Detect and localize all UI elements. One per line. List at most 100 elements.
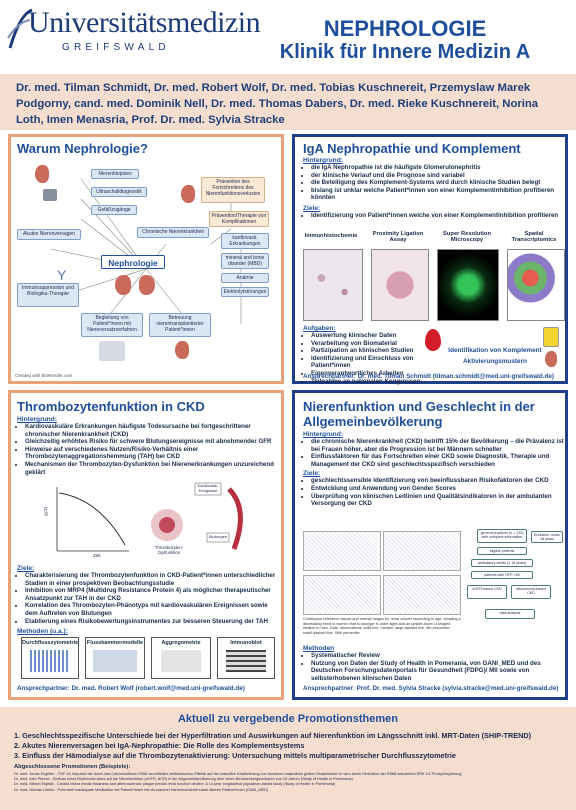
method-aggregometrie-label: Aggregometrie (161, 640, 201, 646)
kidney-icon-center (115, 275, 131, 295)
flow-plot-thumb (30, 650, 70, 672)
node-praevention: Prävention des Fortschreitens des Nieren… (201, 177, 265, 203)
ident-line-1: Identifikation von Komplement (448, 347, 542, 354)
flow-box-4: patients with GFR <60 (471, 571, 533, 579)
method-aggregometrie: Aggregometrie (151, 637, 211, 679)
method-durchfluss-label: Durchflusszytometrie (22, 640, 79, 646)
iga-ziele-label: Ziele: (303, 204, 321, 212)
warum-panel: Warum Nephrologie? Nierenbiopsien Ultras… (8, 134, 284, 384)
promotion-item: 2. Akutes Nierenversagen bei IgA-Nephrop… (14, 741, 305, 750)
thrombo-hintergrund-label: Hintergrund: (17, 416, 57, 423)
authors-bar: Dr. med. Tilman Schmidt, Dr. med. Robert… (0, 74, 576, 130)
university-logo: Universitätsmedizin GREIFSWALD (6, 4, 261, 66)
flow-box-exclusion: Exclusion: under 18 years (531, 531, 563, 543)
logo-emblem-icon (7, 8, 33, 49)
flow-box-2: eligible patients (477, 547, 527, 555)
blood-drop-icon (425, 329, 441, 351)
iga-aufgabe: Partizipation an klinischen Studien (311, 347, 423, 355)
thrombo-ziel: Inhibition von MRP4 (Multidrug Resistanc… (25, 587, 279, 602)
spatial-transcriptomics-image (507, 249, 565, 321)
node-komplikationen: Prävention/Therapie von Komplikationen (209, 211, 269, 227)
chamber-thumb (93, 650, 137, 672)
logo-word: Universitätsmedizin (28, 6, 261, 39)
geschlecht-methode: Nutzung von Daten der Study of Health in… (311, 660, 565, 683)
page-subtitle: Klinik für Innere Medizin A (279, 41, 531, 63)
promotion-item: 3. Einfluss der Hämodialyse auf die Thro… (14, 751, 456, 760)
iga-panel: IgA Nephropathie und Komplement Hintergr… (292, 134, 568, 386)
geschlecht-ziel: geschlechtssensible Identifizierung von … (311, 477, 565, 485)
thrombo-panel: Thrombozytenfunktion in CKD Hintergrund:… (8, 390, 284, 700)
flow-box-3: ambulatory adults (≥ 18 years) (471, 559, 533, 567)
fig-label-blutungen: Blutungen (208, 534, 227, 539)
ultrasound-icon (43, 189, 57, 201)
fig-label-gfr: GFR (43, 506, 49, 517)
thrombo-ziel: Charakterisierung der Thrombozytenfunkti… (25, 572, 279, 587)
iga-img-label-2: Proximity Ligation Assay (372, 231, 424, 243)
iga-hintergrund-label: Hintergrund: (303, 157, 343, 164)
thrombo-ziel: Etablierung eines Risikobewertungsinstru… (25, 618, 279, 626)
iga-ziele-item: Identifizierung von Patient*innen welche… (311, 212, 563, 220)
fig-label-zeit: Zeit (93, 553, 101, 558)
thrombo-ziele: Ziele: Charakterisierung der Thrombozyte… (17, 565, 279, 635)
page-title: NEPHROLOGIE (323, 16, 487, 41)
node-akutes-nv: Akutes Nierenversagen (17, 229, 81, 240)
method-flusskammer: Flusskammermodelle (85, 637, 145, 679)
biorender-credit: Created with BioRender.com (15, 373, 73, 378)
kidney-icon-top (35, 165, 49, 183)
flow-box-6: albuminuria-based CKD (511, 585, 551, 599)
flow-box-7: data analysis (485, 609, 535, 619)
iga-title: IgA Nephropathie und Komplement (303, 141, 521, 156)
warum-title: Warum Nephrologie? (17, 141, 148, 156)
node-immunsuppression: Immunsuppression und Biologika-Therapie (17, 283, 79, 307)
method-immunoblot: Immunoblot (217, 637, 275, 679)
thrombo-ziele-label: Ziele: (17, 565, 35, 572)
node-nephrologie: Nephrologie (101, 255, 165, 269)
kidney-icon-iga (545, 351, 557, 367)
iga-aufgabe: Auswertung klinischer Daten (311, 332, 423, 340)
logo-city: GREIFSWALD (62, 42, 170, 53)
pla-image (371, 249, 429, 321)
super-resolution-image (437, 249, 499, 321)
iga-img-label-4: Spatial Transcriptomics (511, 231, 557, 243)
node-nierenbiopsien: Nierenbiopsien (91, 169, 139, 179)
iga-hintergrund-item: die Beteiligung des Komplement-Systems w… (311, 179, 563, 187)
dialysis-icon (99, 341, 125, 361)
thrombo-hintergrund-item: Kardiovaskuläre Erkrankungen häufigste T… (25, 423, 279, 438)
abgeschlossen-item: Dr. med. Jonas Engeller - TGF-ß1 induzie… (14, 772, 462, 776)
geschlecht-text: Hintergrund: die chronische Nierenkrankh… (303, 431, 565, 508)
iga-hintergrund-item: die IgA Nephropathie ist die häufigste G… (311, 164, 563, 172)
fig-label-kardiovask: Kardiovask. Ereignisse (197, 483, 219, 493)
thrombo-figure (56, 482, 243, 552)
abgeschlossen-item: Dr. med. Alex Pennie - Einfluss eines Bl… (14, 777, 353, 782)
scatter-plot (383, 575, 461, 615)
iga-hintergrund-item: der klinische Verlauf und die Prognose s… (311, 172, 563, 180)
node-anaemie: Anämie (221, 273, 269, 283)
abgeschlossen-list: Dr. med. Jonas Engeller - TGF-ß1 induzie… (14, 772, 570, 793)
iga-hintergrund-item: bislang ist unklar welche Patient*innen … (311, 187, 563, 202)
thrombo-title: Thrombozytenfunktion in CKD (17, 399, 205, 414)
geschlecht-ziel: Überprüfung von klinischen Leitlinien un… (311, 493, 565, 508)
kidney-icon-center-right (139, 275, 155, 295)
node-betreuung: Betreuung nierentransplantierter Patient… (149, 313, 211, 337)
scatter-plot (383, 531, 461, 571)
abgeschlossen-item: Dr. med. Nikolas Lüthke - Potenziell ina… (14, 787, 269, 792)
figure-caption: Continuous reference values and normal r… (303, 617, 461, 635)
node-kardiovask: kardiovask. Erkrankungen (221, 233, 269, 249)
promotion-title: Aktuell zu vergebende Promotionsthemen (177, 713, 399, 725)
iga-aufgabe: Teilnahme an nationalen Kongressen (311, 378, 423, 386)
iga-aufgabe: Eigenverantwortliches Arbeiten (311, 370, 423, 378)
kidney-icon-right (181, 185, 195, 203)
thrombo-hintergrund: Hintergrund: Kardiovaskuläre Erkrankunge… (17, 416, 279, 476)
ident-line-2: Aktivierungsmustern (463, 358, 527, 365)
blot-thumb (226, 650, 266, 672)
thrombo-hintergrund-item: Gleichzeitig erhöhtes Risiko für schwere… (25, 438, 279, 446)
iga-aufgabe: Verarbeitung von Biomaterial (311, 340, 423, 348)
node-begleitung: Begleitung von Patient*innen mit Nierene… (81, 313, 143, 337)
geschlecht-hintergrund-item: Einflussfaktoren für das Fortschreiten e… (311, 453, 565, 468)
transplant-icon (175, 341, 189, 359)
abgeschlossen-label: Abgeschlossene Promotionen (Beispiele): (14, 764, 131, 770)
node-mbd: mineral and bone disorder (MBD) (221, 253, 269, 269)
antibody-icon: Y (57, 267, 67, 283)
geschlecht-ziele-label: Ziele: (303, 470, 321, 478)
thrombo-hintergrund-item: Mechanismen der Thrombozyten-Dysfunktion… (25, 461, 279, 476)
